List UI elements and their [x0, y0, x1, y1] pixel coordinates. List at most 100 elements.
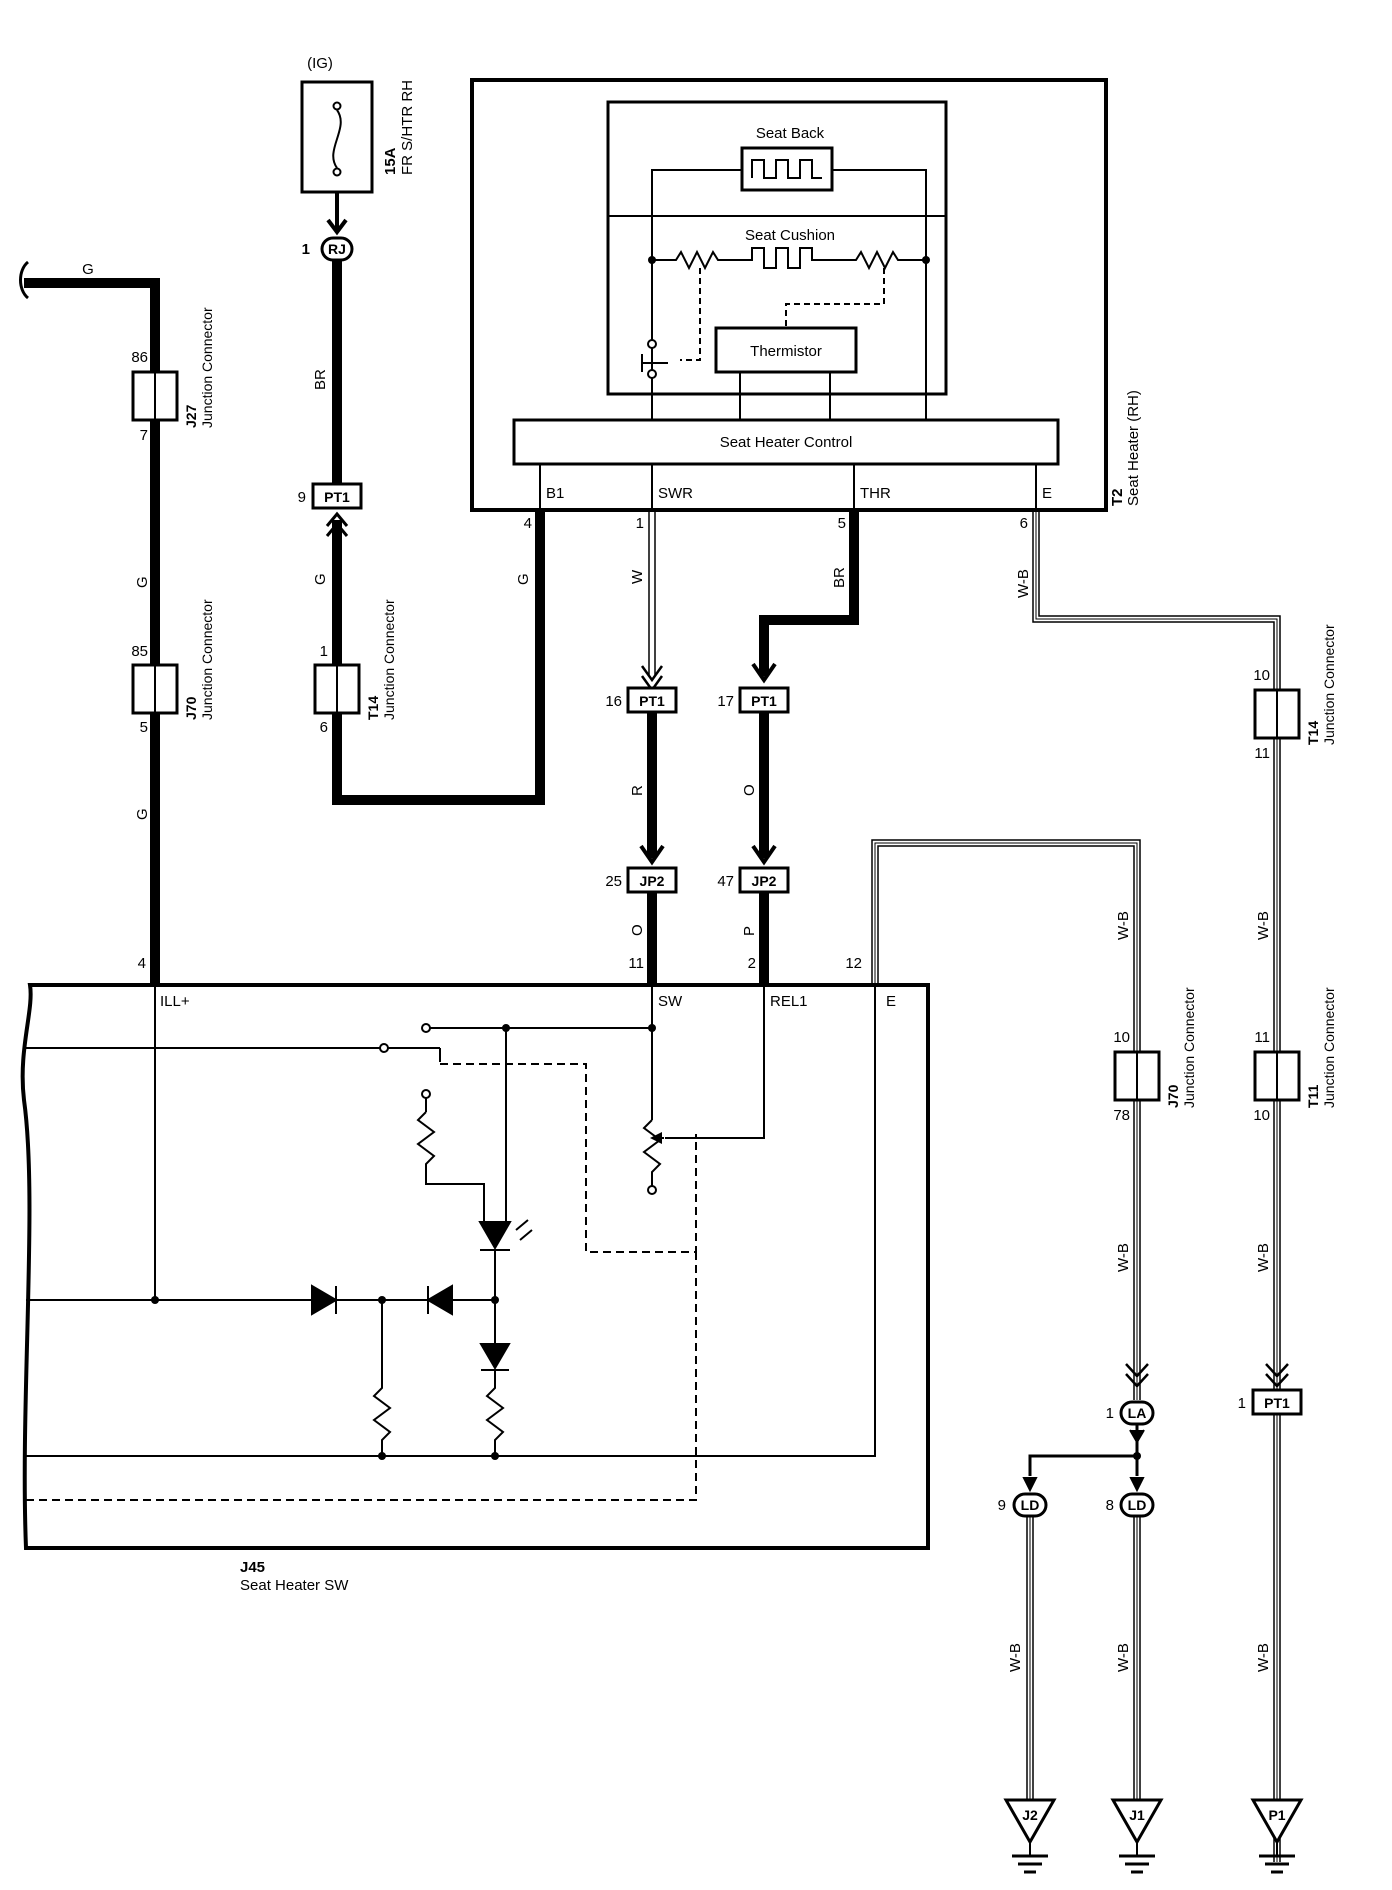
svg-text:PT1: PT1 [751, 693, 777, 709]
svg-text:LA: LA [1128, 1405, 1147, 1421]
resistor-icon [652, 249, 742, 271]
svg-text:Junction Connector: Junction Connector [199, 307, 215, 428]
wire-break-icon [19, 260, 30, 300]
wire-label-g-j27-j70: G [134, 576, 151, 588]
terminal-sw: SW [658, 993, 683, 1010]
wire-label-p-jp2: P [741, 926, 758, 936]
terminal-swr: SWR [658, 485, 693, 502]
svg-text:T14: T14 [365, 696, 381, 720]
wire-label-w-swr: W [629, 569, 646, 584]
switch-rel1-pin: 2 [748, 955, 756, 972]
wire-wb-j1 [1133, 1516, 1141, 1800]
t11-junction: 11 10 T11 Junction Connector [1253, 987, 1337, 1124]
j27-junction: 86 7 J27 Junction Connector [131, 307, 215, 444]
switch-id: J45 [240, 1559, 265, 1576]
svg-text:5: 5 [140, 719, 148, 736]
rj-label: RJ [328, 241, 346, 257]
switch-sw-pin: 11 [628, 955, 644, 972]
svg-text:PT1: PT1 [324, 489, 350, 505]
svg-text:P1: P1 [1268, 1807, 1285, 1823]
svg-text:LD: LD [1021, 1497, 1040, 1513]
terminal-thr: THR [860, 485, 891, 502]
wire-label-o-jp2: O [629, 924, 646, 936]
svg-text:17: 17 [717, 693, 734, 710]
wire-label-wb-j70-down: W-B [1115, 1243, 1132, 1272]
wire-label-wb-e: W-B [1015, 569, 1032, 598]
diode-icon [426, 1284, 453, 1316]
potentiometer-icon [642, 1119, 662, 1186]
terminal-rel1: REL1 [770, 993, 808, 1010]
resistor-icon [372, 1300, 392, 1456]
heater-element-icon [742, 247, 832, 269]
resistor-icon [832, 249, 926, 271]
svg-text:11: 11 [1254, 1029, 1270, 1046]
switch-name: Seat Heater SW [240, 1577, 349, 1594]
ground-j1: J1 [1110, 1798, 1164, 1874]
svg-text:1: 1 [636, 515, 644, 532]
wire-label-wb-p1: W-B [1255, 1643, 1272, 1672]
svg-text:J70: J70 [1165, 1084, 1181, 1108]
svg-text:Junction Connector: Junction Connector [199, 599, 215, 720]
led-icon [478, 1221, 512, 1251]
svg-text:J1: J1 [1129, 1807, 1145, 1823]
la-connector: LA 1 [1106, 1400, 1155, 1426]
wire-label-wb-t14-down: W-B [1255, 911, 1272, 940]
ground-p1: P1 [1250, 1798, 1304, 1874]
jp2-25-connector: JP2 25 [605, 866, 678, 894]
fuse-rating: 15A [382, 147, 399, 175]
terminal-b1: B1 [546, 485, 564, 502]
wire-label-wb-j70-up: W-B [1115, 911, 1132, 940]
wire-label-g-top: G [82, 261, 94, 278]
fuse-source-label: (IG) [307, 55, 333, 72]
wire-wb-j2 [1026, 1516, 1034, 1800]
svg-text:8: 8 [1106, 1497, 1114, 1514]
seat-back-label: Seat Back [756, 125, 825, 142]
seat-heater-name: Seat Heater (RH) [1125, 390, 1142, 506]
svg-text:Junction Connector: Junction Connector [1181, 987, 1197, 1108]
svg-text:4: 4 [524, 515, 532, 532]
svg-text:JP2: JP2 [752, 873, 777, 889]
svg-text:6: 6 [1020, 515, 1028, 532]
svg-text:J2: J2 [1022, 1807, 1038, 1823]
svg-text:9: 9 [298, 489, 306, 506]
svg-text:86: 86 [131, 349, 148, 366]
diode-icon [479, 1343, 511, 1370]
pt1-1-connector: PT1 1 [1238, 1388, 1303, 1416]
jp2-47-connector: JP2 47 [717, 866, 790, 894]
terminal-sw-e: E [886, 993, 896, 1010]
svg-text:1: 1 [1106, 1405, 1114, 1422]
svg-text:T14: T14 [1305, 721, 1321, 745]
t14-right-junction: 10 11 T14 Junction Connector [1253, 624, 1337, 762]
resistor-icon [416, 1111, 485, 1222]
pt1-9-connector: PT1 9 [298, 482, 363, 537]
diode-icon [311, 1284, 338, 1316]
seat-cushion-label: Seat Cushion [745, 227, 835, 244]
svg-text:JP2: JP2 [640, 873, 665, 889]
ground-icon [1250, 1798, 1304, 1846]
wire-label-wb-j1: W-B [1115, 1643, 1132, 1672]
seat-heater-switch: 4 11 2 ILL+ SW REL1 E [20, 955, 930, 1594]
rj-connector: RJ 1 [302, 192, 354, 262]
fuse-icon [332, 109, 342, 169]
ld-8-connector: LD 8 [1106, 1492, 1155, 1518]
seat-heater-unit: Seat Back Seat Cushion Thermistor Seat H… [470, 78, 1142, 532]
svg-text:7: 7 [140, 427, 148, 444]
wire-label-g-j70-sw: G [134, 808, 151, 820]
svg-text:T11: T11 [1305, 1084, 1321, 1108]
resistor-icon [485, 1370, 505, 1456]
terminal-e: E [1042, 485, 1052, 502]
svg-text:47: 47 [717, 873, 734, 890]
svg-text:J27: J27 [183, 404, 199, 428]
ld-9-connector: LD 9 [998, 1492, 1048, 1518]
ground-icon [1110, 1798, 1164, 1846]
svg-text:6: 6 [320, 719, 328, 736]
svg-text:78: 78 [1113, 1107, 1130, 1124]
wire-label-br-fuse: BR [312, 369, 329, 390]
control-label: Seat Heater Control [720, 434, 853, 451]
svg-text:PT1: PT1 [639, 693, 665, 709]
svg-text:10: 10 [1113, 1029, 1130, 1046]
wire-label-wb-t11-down: W-B [1255, 1243, 1272, 1272]
svg-text:1: 1 [320, 643, 328, 660]
heater-element-icon [751, 159, 822, 179]
